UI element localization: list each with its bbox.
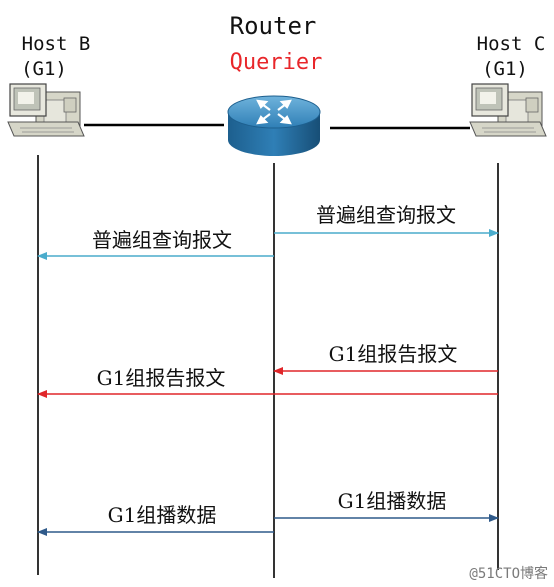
message-label: G1组播数据 (338, 489, 447, 513)
host-c-name: Host C (477, 33, 546, 55)
router-title: Router (230, 12, 317, 40)
watermark: @51CTO博客 (469, 565, 548, 582)
message-label: G1组播数据 (108, 503, 217, 527)
message-query-to-host-c: 普遍组查询报文 (274, 203, 499, 237)
host-c-group: (G1) (482, 58, 528, 80)
message-multicast-to-host-b: G1组播数据 (37, 503, 274, 536)
message-report-to-router: G1组报告报文 (273, 342, 498, 375)
host-b-computer-icon (7, 83, 85, 137)
host-b-group: (G1) (21, 58, 67, 80)
message-report-to-host-b: G1组报告报文 (37, 366, 498, 398)
message-label: 普遍组查询报文 (92, 228, 232, 252)
message-query-to-host-b: 普遍组查询报文 (37, 228, 274, 260)
message-label: G1组报告报文 (97, 366, 226, 390)
host-b-name: Host B (22, 33, 91, 55)
router-role: Querier (230, 50, 323, 75)
message-label: G1组报告报文 (329, 342, 458, 366)
message-label: 普遍组查询报文 (316, 203, 456, 227)
message-multicast-to-host-c: G1组播数据 (274, 489, 499, 522)
router-icon (227, 95, 321, 156)
host-c-computer-icon (469, 83, 547, 137)
